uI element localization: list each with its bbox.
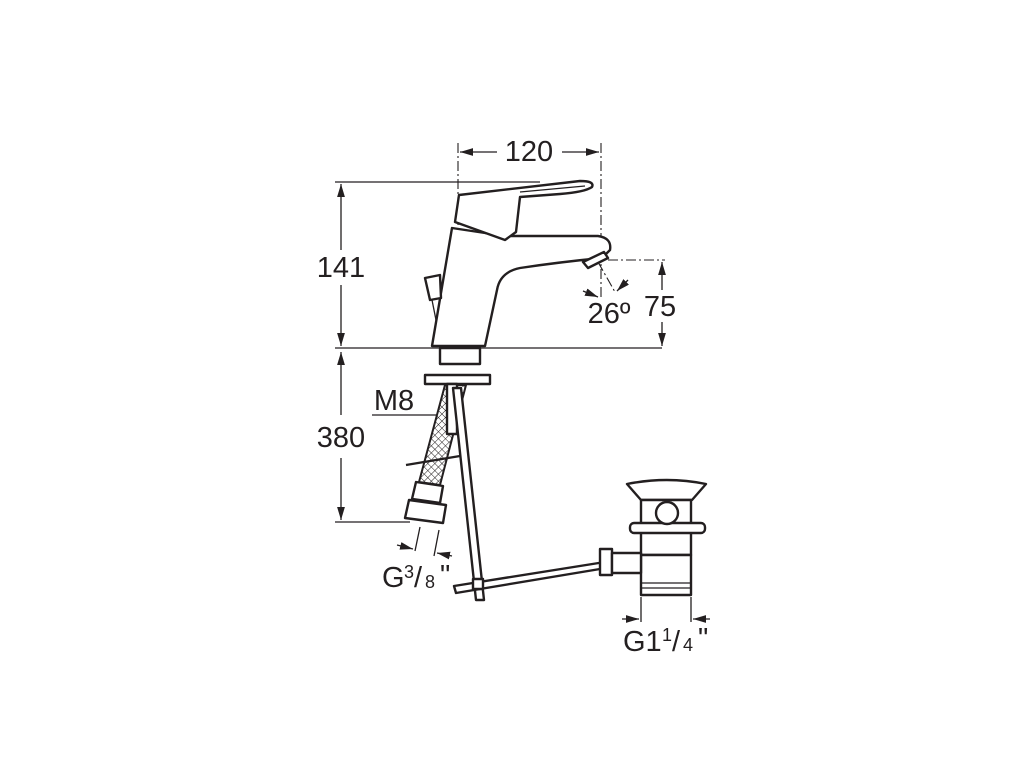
dim-thread-m8: M8 <box>374 385 414 417</box>
waste-thread-prefix: G1 <box>623 626 662 658</box>
dim-spout-angle: 26º <box>588 298 631 330</box>
faucet-body <box>423 179 612 386</box>
waste-thread-slash: / <box>672 626 681 658</box>
dim-spout-height: 75 <box>644 291 676 323</box>
dimension-lines <box>335 143 710 623</box>
hose-thread-num: 3 <box>404 562 414 582</box>
waste-thread-suffix: " <box>698 623 708 655</box>
hose-thread-prefix: G <box>382 562 405 594</box>
waste-thread-den: 4 <box>683 635 693 655</box>
dim-hose-thread: G 3 / 8 " <box>382 560 450 594</box>
hose-thread-suffix: " <box>440 560 450 592</box>
pop-up-rod <box>451 386 608 602</box>
hose-thread-den: 8 <box>425 572 435 592</box>
dim-tap-height: 141 <box>317 252 365 284</box>
dim-waste-thread: G1 1 / 4 " <box>623 623 708 658</box>
hose-thread-slash: / <box>414 562 423 594</box>
waste-thread-num: 1 <box>662 625 672 645</box>
waste-valve <box>598 478 708 597</box>
dim-hose-length: 380 <box>317 422 365 454</box>
dim-spout-reach: 120 <box>505 136 553 168</box>
